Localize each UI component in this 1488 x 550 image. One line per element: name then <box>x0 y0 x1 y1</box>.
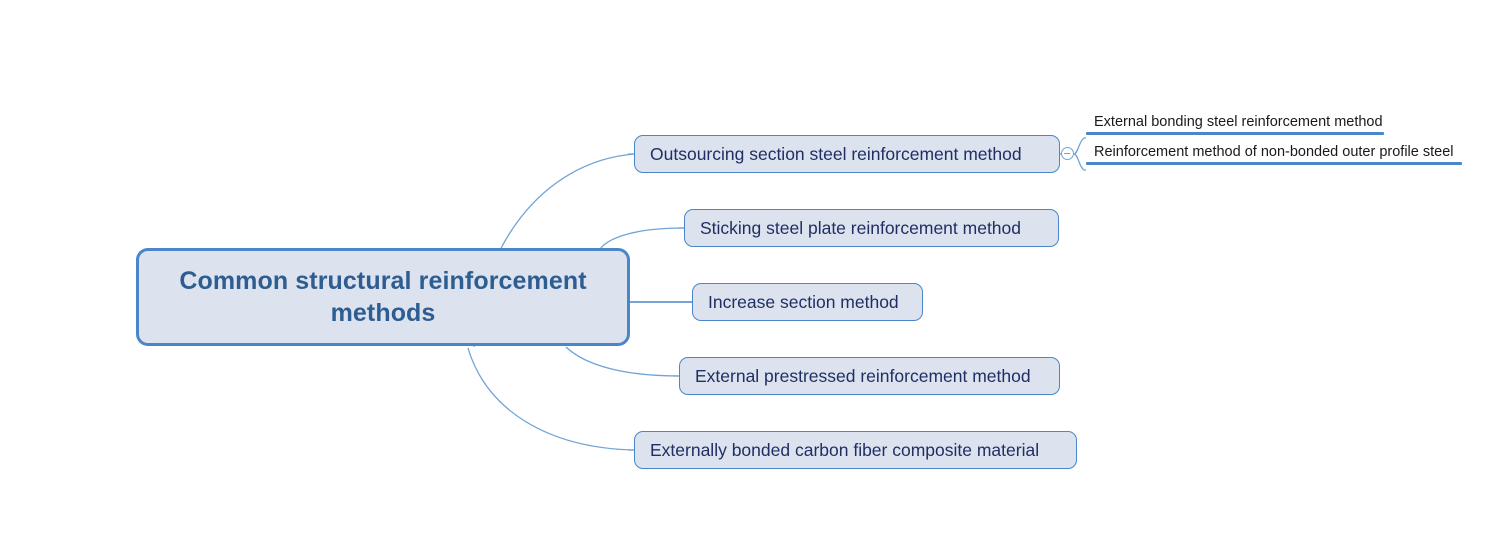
root-node-label: Common structural reinforcement methods <box>179 267 587 327</box>
branch-node-outsourcing-section-steel[interactable]: Outsourcing section steel reinforcement … <box>634 135 1060 173</box>
sub-node-underline <box>1086 162 1462 165</box>
branch-node-sticking-steel-plate[interactable]: Sticking steel plate reinforcement metho… <box>684 209 1059 247</box>
connector-root-to-branch-3 <box>565 346 680 377</box>
minus-glyph <box>1064 152 1071 154</box>
branch-node-carbon-fiber-composite[interactable]: Externally bonded carbon fiber composite… <box>634 431 1077 469</box>
branch-node-label: Sticking steel plate reinforcement metho… <box>700 217 1021 238</box>
sub-node-non-bonded-outer-profile-steel[interactable]: Reinforcement method of non-bonded outer… <box>1086 144 1462 165</box>
branch-node-label: Externally bonded carbon fiber composite… <box>650 439 1040 460</box>
sub-node-external-bonding-steel[interactable]: External bonding steel reinforcement met… <box>1086 114 1389 135</box>
connector-brace-subbranches <box>1073 137 1085 171</box>
branch-node-increase-section[interactable]: Increase section method <box>692 283 923 321</box>
branch-node-label: Increase section method <box>708 291 899 312</box>
root-node[interactable]: Common structural reinforcement methods <box>136 248 630 346</box>
sub-node-underline <box>1086 132 1384 135</box>
sub-node-label: External bonding steel reinforcement met… <box>1094 114 1383 130</box>
connector-root-to-branch-1 <box>599 227 685 250</box>
collapse-minus-icon[interactable] <box>1061 147 1074 160</box>
connector-root-to-branch-4 <box>467 347 635 451</box>
branch-node-external-prestressed[interactable]: External prestressed reinforcement metho… <box>679 357 1060 395</box>
sub-node-label: Reinforcement method of non-bonded outer… <box>1094 144 1454 160</box>
branch-node-label: Outsourcing section steel reinforcement … <box>650 143 1022 164</box>
branch-node-label: External prestressed reinforcement metho… <box>695 365 1031 386</box>
